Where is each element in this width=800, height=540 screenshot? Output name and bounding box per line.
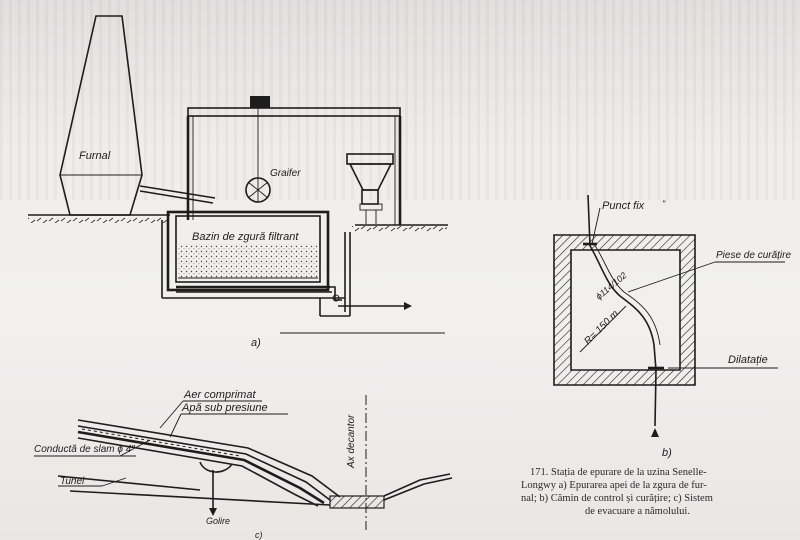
caption-line-4: de evacuare a nămolului. bbox=[585, 506, 690, 517]
label-bazin: Bazin de zgură filtrant bbox=[192, 231, 299, 243]
panel-tag-b: b) bbox=[662, 447, 672, 459]
figure-b: Punct fix " Piese de curățire ϕ114/102 R… bbox=[553, 194, 791, 459]
figure-caption: 171. Stația de epurare de la uzina Senel… bbox=[521, 467, 713, 517]
figure-a: Furnal Graifer bbox=[28, 15, 448, 349]
tunnel-outline bbox=[199, 461, 233, 473]
caption-line-1: 171. Stația de epurare de la uzina Senel… bbox=[530, 467, 707, 478]
panel-tag-a: a) bbox=[251, 337, 261, 349]
drain-arrow-icon bbox=[209, 508, 217, 516]
grab-bucket bbox=[245, 177, 271, 203]
slag-chute bbox=[139, 185, 216, 199]
crane-trolley bbox=[250, 96, 270, 108]
label-graifer: Graifer bbox=[270, 168, 301, 179]
label-radius: R= 150 m. bbox=[582, 307, 623, 348]
caption-line-2: Longwy a) Epurarea apei de la zgura de f… bbox=[521, 480, 707, 491]
caption-line-3: nal; b) Cămin de control și curățire; c)… bbox=[521, 493, 713, 504]
sloped-pipe-bundle bbox=[77, 419, 341, 507]
flow-arrow-icon bbox=[404, 302, 412, 310]
label-dilatatie: Dilatație bbox=[728, 354, 768, 366]
label-piese-de-curatire: Piese de curățire bbox=[716, 250, 791, 261]
label-furnal: Furnal bbox=[79, 150, 111, 162]
figure-c: Golire Ax decantor Aer comprimat Apă sub… bbox=[34, 389, 453, 540]
label-golire: Golire bbox=[206, 516, 230, 526]
label-conducta-de-slam: Conductă de slam ϕ 4" bbox=[34, 444, 135, 455]
label-tunel: Tunel bbox=[60, 476, 85, 487]
furnace-outline bbox=[59, 15, 143, 216]
label-apa-sub-presiune: Apă sub presiune bbox=[181, 402, 268, 414]
settler-bottom bbox=[329, 495, 385, 509]
hopper bbox=[346, 153, 394, 224]
curved-pipe bbox=[589, 245, 657, 371]
slag-filter-basin bbox=[161, 210, 351, 317]
gantry-frame bbox=[187, 107, 401, 117]
svg-text:": " bbox=[662, 199, 666, 209]
label-ax-decantor: Ax decantor bbox=[346, 414, 357, 469]
label-punct-fix: Punct fix bbox=[602, 200, 645, 212]
inflow-arrow-icon bbox=[651, 428, 659, 437]
panel-tag-c: c) bbox=[255, 530, 263, 540]
label-aer-comprimat: Aer comprimat bbox=[183, 389, 256, 401]
chamber-walls bbox=[553, 234, 696, 386]
